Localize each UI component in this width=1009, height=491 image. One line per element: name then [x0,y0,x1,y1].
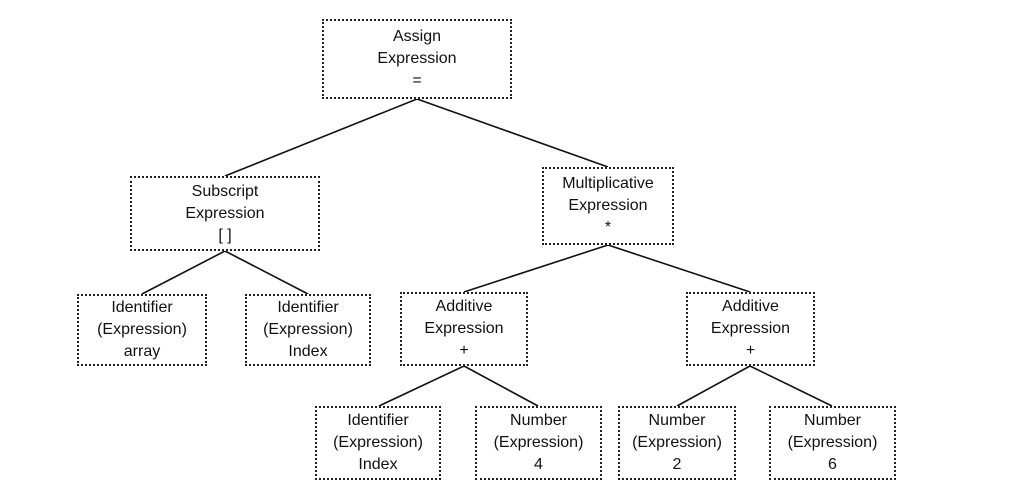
node-assign-line-1: Assign [392,28,442,45]
node-additive-right-line-3: + [745,342,756,359]
node-additive-left-line-1: Additive [435,298,493,315]
node-assign-line-2: Expression [377,50,457,67]
node-subscript-line-2: Expression [185,204,265,222]
node-additive-expression-left: Additive Expression + [400,292,528,366]
edge-subscript-ident-index [224,250,309,295]
node-additive-right-line-1: Additive [722,298,779,315]
node-number-2: Number (Expression) 2 [618,406,736,480]
node-additive-expression-right: Additive Expression + [686,292,815,366]
node-identifier-index-2: Identifier (Expression) Index [315,406,441,480]
edge-multiplicative-additive-right [607,244,751,293]
edge-multiplicative-additive-left [463,244,609,293]
node-number-6-line-2: (Expression) [787,434,878,451]
node-number-2-line-3: 2 [672,456,682,473]
node-number-4-line-2: (Expression) [493,434,584,451]
edge-subscript-ident-array [141,250,226,295]
edge-additive-left-number-4 [463,365,539,407]
node-number-4: Number (Expression) 4 [475,406,602,480]
node-ident-index-2-line-2: (Expression) [333,434,423,451]
node-ident-index-2-line-3: Index [358,456,398,473]
node-additive-left-line-2: Expression [424,320,504,337]
node-number-6: Number (Expression) 6 [769,406,896,480]
node-subscript-expression: Subscript Expression [ ] [130,176,320,251]
node-assign-expression: Assign Expression = [322,19,512,99]
node-ident-array-line-3: array [123,343,161,360]
node-multiplicative-line-2: Expression [568,197,648,214]
edge-assign-subscript [224,98,418,177]
node-number-2-line-2: (Expression) [632,434,722,451]
node-assign-line-3: = [412,72,422,89]
node-additive-right-line-2: Expression [710,320,791,337]
edge-additive-right-number-2 [676,365,751,407]
node-multiplicative-line-1: Multiplicative [562,175,654,192]
node-number-2-line-1: Number [648,412,706,429]
node-identifier-index: Identifier (Expression) Index [245,294,371,366]
node-number-6-line-1: Number [804,412,861,429]
node-identifier-array: Identifier (Expression) array [77,294,207,366]
node-ident-array-line-1: Identifier [111,299,173,316]
node-ident-index-line-2: (Expression) [263,321,353,338]
node-additive-left-line-3: + [459,342,469,359]
node-subscript-line-1: Subscript [191,182,259,200]
node-number-4-line-3: 4 [534,456,543,473]
node-multiplicative-expression: Multiplicative Expression * [542,167,674,245]
node-number-4-line-1: Number [510,412,567,429]
node-ident-index-line-1: Identifier [277,299,339,316]
node-ident-index-line-3: Index [288,343,328,360]
node-multiplicative-line-3: * [604,219,612,236]
node-ident-index-2-line-1: Identifier [347,412,409,429]
edge-assign-multiplicative [416,98,609,168]
node-ident-array-line-2: (Expression) [97,321,187,338]
node-subscript-line-3: [ ] [218,226,232,244]
edge-additive-right-number-6 [749,365,833,407]
edge-additive-left-ident-index-2 [378,365,465,407]
node-number-6-line-3: 6 [828,456,837,473]
